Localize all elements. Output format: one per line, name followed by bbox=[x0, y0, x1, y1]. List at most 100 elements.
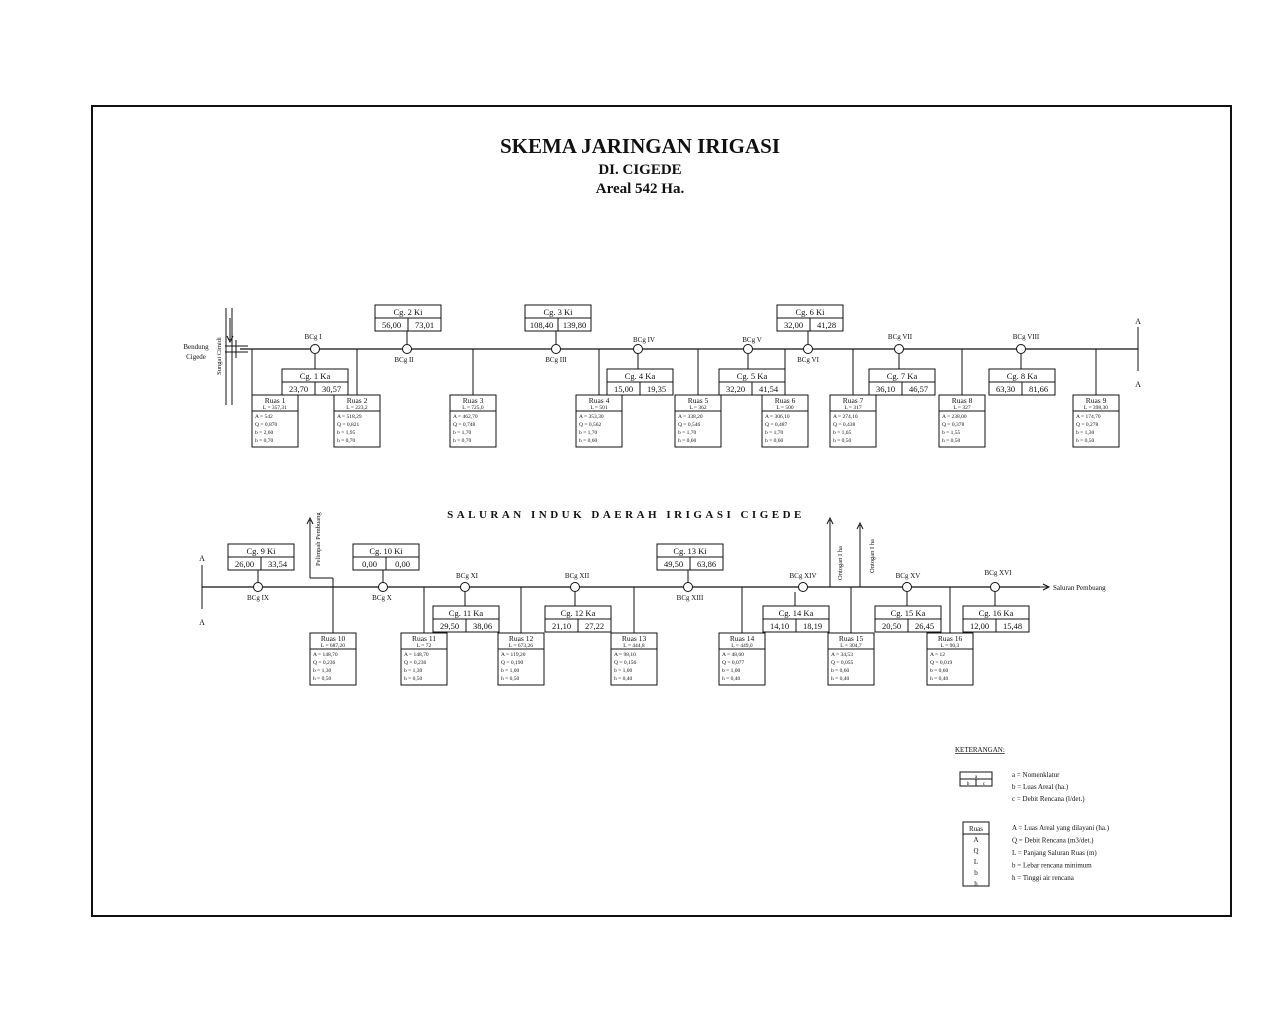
ruas-box-length: L = 90,3 bbox=[941, 643, 960, 649]
ruas-box-name: Ruas 3 bbox=[463, 396, 484, 405]
ruas-box-value: b = 1,95 bbox=[337, 430, 355, 436]
ruas-box-box bbox=[926, 632, 974, 686]
ruas-box-value: b = 0,60 bbox=[930, 668, 948, 674]
legend-box2-line: L bbox=[974, 858, 978, 866]
node-label: BCg X bbox=[372, 594, 392, 602]
ruas-box-length: L = 673,26 bbox=[509, 643, 533, 649]
offtake-ka-flow: 19,35 bbox=[647, 384, 666, 394]
ruas-box-length: L = 725,0 bbox=[462, 405, 484, 411]
node-label: BCg XV bbox=[896, 572, 921, 580]
node-icon bbox=[570, 582, 580, 592]
offtake-ki-area: 0,00 bbox=[362, 559, 377, 569]
ruas-box-value: h = 0,50 bbox=[1076, 438, 1094, 444]
ruas-box-value: A = 462,70 bbox=[453, 414, 478, 420]
node-label: BCg V bbox=[742, 336, 762, 344]
ruas-box-box bbox=[309, 632, 357, 686]
node-icon bbox=[460, 582, 470, 592]
offtake-ka-flow: 41,54 bbox=[759, 384, 779, 394]
ruas-box-length: L = 72 bbox=[417, 643, 432, 649]
offtake-ka-area: 21,10 bbox=[552, 621, 571, 631]
ruas-box-length: L = 501 bbox=[590, 405, 608, 411]
node-icon bbox=[798, 582, 808, 592]
node-label: BCg IX bbox=[247, 594, 269, 602]
ruas-box-value: b = 1,00 bbox=[501, 668, 519, 674]
ruas-box-name: Ruas 8 bbox=[952, 396, 973, 405]
ruas-box-value: Q = 0,562 bbox=[579, 422, 601, 428]
ruas-box-name: Ruas 9 bbox=[1086, 396, 1107, 405]
ruas-box-value: b = 2,60 bbox=[255, 430, 273, 436]
offtake-ka-name: Cg. 8 Ka bbox=[1007, 371, 1038, 381]
node-icon bbox=[1016, 344, 1026, 354]
ruas-box-value: Q = 0,278 bbox=[1076, 422, 1098, 428]
ruas-box-value: b = 1,00 bbox=[614, 668, 632, 674]
offtake-ka-flow: 81,66 bbox=[1029, 384, 1048, 394]
offtake-ki-name: Cg. 10 Ki bbox=[369, 546, 403, 556]
ruas-box-length: L = 398,30 bbox=[1084, 405, 1108, 411]
ruas-box-value: A = 48,60 bbox=[722, 652, 744, 658]
ruas-box-value: Q = 0,487 bbox=[765, 422, 787, 428]
node-label: BCg XII bbox=[565, 572, 590, 580]
node-label: BCg XI bbox=[456, 572, 479, 580]
ruas-box-length: L = 362 bbox=[689, 405, 707, 411]
legend-box2-desc: L = Panjang Saluran Ruas (m) bbox=[1012, 849, 1097, 857]
offtake-ki-flow: 0,00 bbox=[395, 559, 410, 569]
node-icon bbox=[803, 344, 813, 354]
node-icon bbox=[551, 344, 561, 354]
ruas-box-box bbox=[400, 632, 448, 686]
ruas-box-value: b = 1,30 bbox=[404, 668, 422, 674]
page-subtitle-2: Areal 542 Ha. bbox=[595, 181, 685, 197]
offtake-ka-area: 32,20 bbox=[726, 384, 745, 394]
ruas-box-value: A = 238,00 bbox=[942, 414, 967, 420]
node-label: BCg III bbox=[545, 356, 567, 364]
ruas-box-value: h = 0,60 bbox=[579, 438, 597, 444]
ruas-box-box bbox=[251, 394, 299, 448]
ruas-box-value: h = 0,60 bbox=[765, 438, 783, 444]
legend-box1-desc: a = Nomenklatur bbox=[1012, 771, 1060, 779]
ruas-box-value: A = 119,20 bbox=[501, 652, 526, 658]
drawing-frame bbox=[91, 105, 1232, 917]
offtake-ki-name: Cg. 3 Ki bbox=[543, 307, 573, 317]
ruas-box-name: Ruas 14 bbox=[730, 634, 755, 643]
ruas-box-value: Q = 0,236 bbox=[404, 660, 426, 666]
ruas-box-box bbox=[575, 394, 623, 448]
offtake-ka-name: Cg. 16 Ka bbox=[979, 608, 1014, 618]
ruas-box-value: h = 0,50 bbox=[942, 438, 960, 444]
offtake-ka-area: 63,30 bbox=[996, 384, 1015, 394]
legend-box1-desc: c = Debit Rencana (l/det.) bbox=[1012, 795, 1085, 803]
ruas-box-value: A = 148,70 bbox=[313, 652, 338, 658]
ruas-box-value: h = 0,70 bbox=[337, 438, 355, 444]
ruas-box-value: b = 0,60 bbox=[831, 668, 849, 674]
ruas-box-value: A = 306,10 bbox=[765, 414, 790, 420]
offtake-ki-flow: 63,86 bbox=[697, 559, 716, 569]
node-icon bbox=[990, 582, 1000, 592]
section-marker-a-label: A bbox=[199, 554, 205, 563]
offtake-ka-area: 15,00 bbox=[614, 384, 633, 394]
offtake-ka-name: Cg. 11 Ka bbox=[449, 608, 484, 618]
ontogan-label: Ontogan I ha bbox=[869, 539, 876, 573]
ruas-box-length: L = 449,0 bbox=[731, 643, 753, 649]
ruas-box-name: Ruas 11 bbox=[412, 634, 436, 643]
ruas-box-value: b = 1,70 bbox=[579, 430, 597, 436]
node-label: BCg VII bbox=[888, 333, 913, 341]
offtake-ka-flow: 38,06 bbox=[473, 621, 492, 631]
ruas-box-value: Q = 0,156 bbox=[614, 660, 636, 666]
offtake-ka-flow: 26,45 bbox=[915, 621, 934, 631]
arrow-up-icon bbox=[826, 516, 834, 525]
offtake-ka-name: Cg. 7 Ka bbox=[887, 371, 918, 381]
offtake-ki-flow: 139,80 bbox=[563, 320, 586, 330]
ruas-box-box bbox=[449, 394, 497, 448]
offtake-ki-flow: 33,54 bbox=[268, 559, 288, 569]
node-icon bbox=[902, 582, 912, 592]
legend-title: KETERANGAN: bbox=[955, 746, 1005, 754]
node-icon bbox=[743, 344, 753, 354]
offtake-ki-flow: 41,28 bbox=[817, 320, 836, 330]
offtake-ki-name: Cg. 2 Ki bbox=[393, 307, 423, 317]
legend-box1-c: c bbox=[983, 781, 986, 787]
legend-box1-b: b bbox=[967, 781, 970, 787]
river-label: Sungai Cimidi bbox=[216, 337, 223, 375]
ontogan-label: Ontogan I ha bbox=[837, 546, 844, 580]
offtake-ka-area: 12,00 bbox=[970, 621, 989, 631]
legend-box2-desc: Q = Debit Rencana (m3/det.) bbox=[1012, 837, 1094, 845]
arrow-up-icon bbox=[306, 516, 314, 525]
